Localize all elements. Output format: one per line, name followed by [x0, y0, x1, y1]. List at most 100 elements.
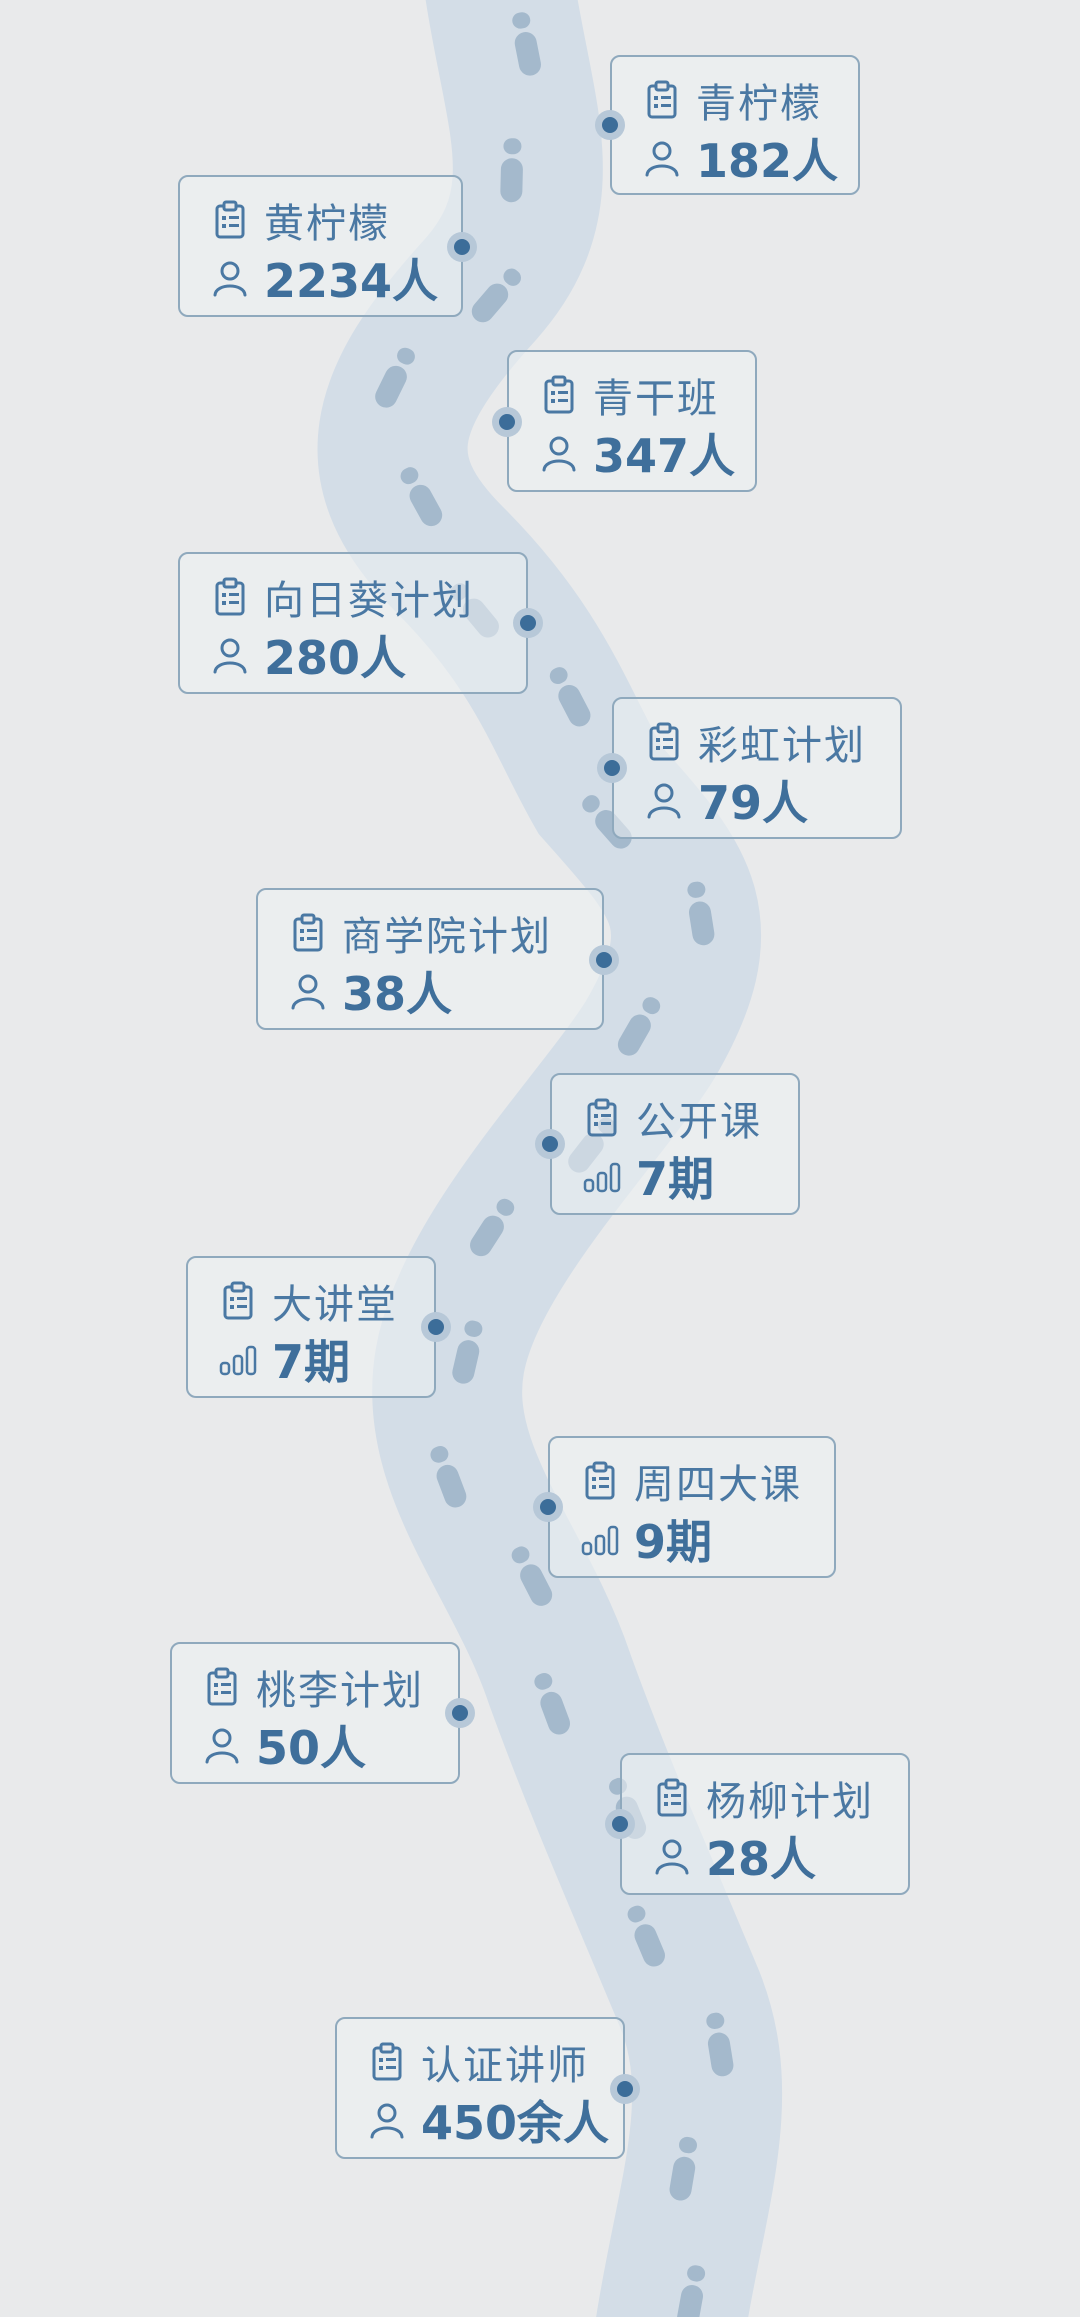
milestone-card: 商学院计划 38人 — [256, 888, 604, 1030]
milestone-title: 杨柳计划 — [706, 1779, 874, 1825]
milestone-title-row: 向日葵计划 — [210, 568, 526, 626]
footprint — [470, 1198, 515, 1257]
clipboard-icon — [585, 1461, 615, 1500]
footprint — [511, 1546, 553, 1606]
milestone-title-row: 公开课 — [582, 1089, 798, 1147]
milestone-value: 2234人 — [264, 254, 439, 308]
footprint — [534, 1672, 571, 1735]
footprint — [677, 2265, 706, 2317]
milestone-title: 认证讲师 — [421, 2043, 589, 2089]
milestone-value: 38人 — [342, 967, 453, 1021]
milestone-card: 青干班 347人 — [507, 350, 757, 492]
clipboard-icon — [587, 1098, 617, 1137]
clipboard-icon — [293, 913, 323, 952]
milestone-card: 认证讲师 450余人 — [335, 2017, 625, 2159]
milestone-title-row: 认证讲师 — [367, 2033, 623, 2091]
person-icon — [645, 141, 679, 177]
bar-chart-icon — [581, 1525, 619, 1556]
clipboard-icon — [657, 1778, 687, 1817]
milestone-value-row: 7期 — [218, 1330, 434, 1389]
footprint — [452, 1320, 483, 1384]
milestone-node — [535, 1129, 565, 1159]
milestone-card: 青柠檬 182人 — [610, 55, 860, 195]
milestone-value-row: 50人 — [202, 1716, 458, 1775]
milestone-title-row: 彩虹计划 — [644, 713, 900, 771]
milestone-title: 周四大课 — [634, 1462, 802, 1508]
milestone-value-row: 28人 — [652, 1827, 908, 1886]
milestone-value: 9期 — [634, 1515, 713, 1569]
milestone-value: 450余人 — [421, 2096, 610, 2150]
person-icon — [655, 1839, 689, 1875]
milestone-value: 7期 — [636, 1152, 715, 1206]
person-icon — [542, 436, 576, 472]
milestone-node — [492, 407, 522, 437]
milestone-card: 大讲堂 7期 — [186, 1256, 436, 1398]
milestone-node — [445, 1698, 475, 1728]
footprint — [669, 2136, 697, 2201]
milestone-title: 青柠檬 — [696, 81, 822, 127]
person-icon — [213, 261, 247, 297]
milestone-card: 周四大课 9期 — [548, 1436, 836, 1578]
milestone-value: 50人 — [256, 1721, 367, 1775]
milestone-value-row: 280人 — [210, 626, 526, 685]
bar-chart-icon — [219, 1345, 257, 1376]
milestone-node — [589, 945, 619, 975]
clipboard-icon — [215, 577, 245, 616]
milestone-title-row: 黄柠檬 — [210, 191, 461, 249]
milestone-node — [421, 1312, 451, 1342]
milestone-node — [447, 232, 477, 262]
clipboard-icon — [544, 375, 574, 414]
milestone-value: 7期 — [272, 1335, 351, 1389]
milestone-title: 公开课 — [636, 1099, 762, 1145]
footprint — [430, 1446, 467, 1508]
milestone-node — [610, 2074, 640, 2104]
clipboard-icon — [647, 80, 677, 119]
milestone-title-row: 大讲堂 — [218, 1272, 434, 1330]
milestone-title: 商学院计划 — [342, 914, 552, 960]
milestone-title: 大讲堂 — [272, 1282, 398, 1328]
milestone-title-row: 杨柳计划 — [652, 1769, 908, 1827]
clipboard-icon — [207, 1667, 237, 1706]
milestone-value-row: 450余人 — [367, 2091, 623, 2150]
milestone-title-row: 周四大课 — [580, 1452, 834, 1510]
milestone-title: 青干班 — [593, 376, 719, 422]
road-path — [317, 0, 783, 2317]
milestone-node — [533, 1492, 563, 1522]
milestone-value-row: 347人 — [539, 424, 755, 483]
footprints — [375, 12, 734, 2317]
milestone-title: 向日葵计划 — [264, 578, 474, 624]
footprint — [617, 997, 661, 1056]
milestone-title-row: 桃李计划 — [202, 1658, 458, 1716]
milestone-title: 桃李计划 — [256, 1668, 424, 1714]
milestone-value: 79人 — [698, 776, 809, 830]
milestone-node — [595, 110, 625, 140]
footprint — [549, 667, 591, 727]
milestone-value: 182人 — [696, 134, 839, 188]
milestone-card: 向日葵计划 280人 — [178, 552, 528, 694]
milestone-card: 公开课 7期 — [550, 1073, 800, 1215]
milestone-value: 28人 — [706, 1832, 817, 1886]
milestone-value-row: 2234人 — [210, 249, 461, 308]
clipboard-icon — [372, 2042, 402, 2081]
footprint — [471, 268, 521, 323]
milestone-value-row: 9期 — [580, 1510, 834, 1569]
footprint — [375, 347, 415, 408]
footprint — [500, 138, 523, 203]
milestone-value-row: 79人 — [644, 771, 900, 830]
milestone-value-row: 38人 — [288, 962, 602, 1021]
person-icon — [647, 783, 681, 819]
milestone-card: 杨柳计划 28人 — [620, 1753, 910, 1895]
milestone-title-row: 青干班 — [539, 366, 755, 424]
milestone-title-row: 青柠檬 — [642, 71, 858, 129]
clipboard-icon — [223, 1281, 253, 1320]
milestone-value-row: 7期 — [582, 1147, 798, 1206]
milestone-value: 280人 — [264, 631, 407, 685]
person-icon — [205, 1728, 239, 1764]
milestone-value-row: 182人 — [642, 129, 858, 188]
milestone-node — [605, 1809, 635, 1839]
milestone-node — [513, 608, 543, 638]
milestone-value: 347人 — [593, 429, 736, 483]
